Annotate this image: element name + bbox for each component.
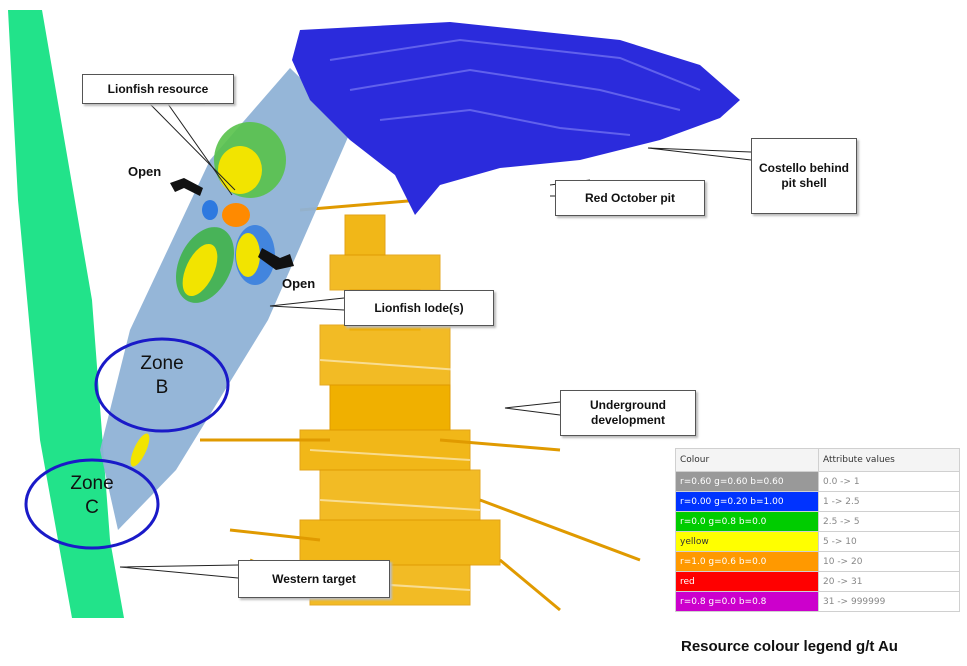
legend-header-colour: Colour — [676, 449, 819, 472]
legend-value: 5 -> 10 — [819, 532, 960, 552]
legend-swatch: r=0.60 g=0.60 b=0.60 — [676, 472, 819, 492]
zone-b-line2: B — [122, 376, 202, 400]
zone-b-line1: Zone — [122, 352, 202, 376]
zone-b-label: Zone B — [122, 352, 202, 400]
callout-underground-development: Underground development — [560, 390, 696, 436]
legend-swatch: red — [676, 572, 819, 592]
legend-value: 2.5 -> 5 — [819, 512, 960, 532]
legend-swatch: r=0.0 g=0.8 b=0.0 — [676, 512, 819, 532]
legend-swatch: r=0.8 g=0.0 b=0.8 — [676, 592, 819, 612]
legend-value: 1 -> 2.5 — [819, 492, 960, 512]
legend-value: 31 -> 999999 — [819, 592, 960, 612]
legend-header-row: Colour Attribute values — [676, 449, 960, 472]
legend-title: Resource colour legend g/t Au — [681, 638, 898, 655]
callout-red-october-pit: Red October pit — [555, 180, 705, 216]
legend-swatch: r=1.0 g=0.6 b=0.0 — [676, 552, 819, 572]
legend-row: r=1.0 g=0.6 b=0.0 10 -> 20 — [676, 552, 960, 572]
legend-value: 0.0 -> 1 — [819, 472, 960, 492]
legend-value: 20 -> 31 — [819, 572, 960, 592]
legend-row: yellow 5 -> 10 — [676, 532, 960, 552]
legend-row: r=0.8 g=0.0 b=0.8 31 -> 999999 — [676, 592, 960, 612]
zone-c-label: Zone C — [52, 472, 132, 520]
legend-header-values: Attribute values — [819, 449, 960, 472]
colour-legend-table: Colour Attribute values r=0.60 g=0.60 b=… — [675, 448, 960, 612]
legend-row: r=0.0 g=0.8 b=0.0 2.5 -> 5 — [676, 512, 960, 532]
legend-row: r=0.00 g=0.20 b=1.00 1 -> 2.5 — [676, 492, 960, 512]
open-label-lower: Open — [282, 276, 315, 291]
callout-lionfish-resource: Lionfish resource — [82, 74, 234, 104]
legend-swatch: yellow — [676, 532, 819, 552]
legend-row: red 20 -> 31 — [676, 572, 960, 592]
callout-costello: Costello behind pit shell — [751, 138, 857, 214]
zone-c-line2: C — [52, 496, 132, 520]
callout-lionfish-lodes: Lionfish lode(s) — [344, 290, 494, 326]
legend-swatch: r=0.00 g=0.20 b=1.00 — [676, 492, 819, 512]
zone-c-line1: Zone — [52, 472, 132, 496]
legend-value: 10 -> 20 — [819, 552, 960, 572]
legend-row: r=0.60 g=0.60 b=0.60 0.0 -> 1 — [676, 472, 960, 492]
callout-western-target: Western target — [238, 560, 390, 598]
open-label-upper: Open — [128, 164, 161, 179]
